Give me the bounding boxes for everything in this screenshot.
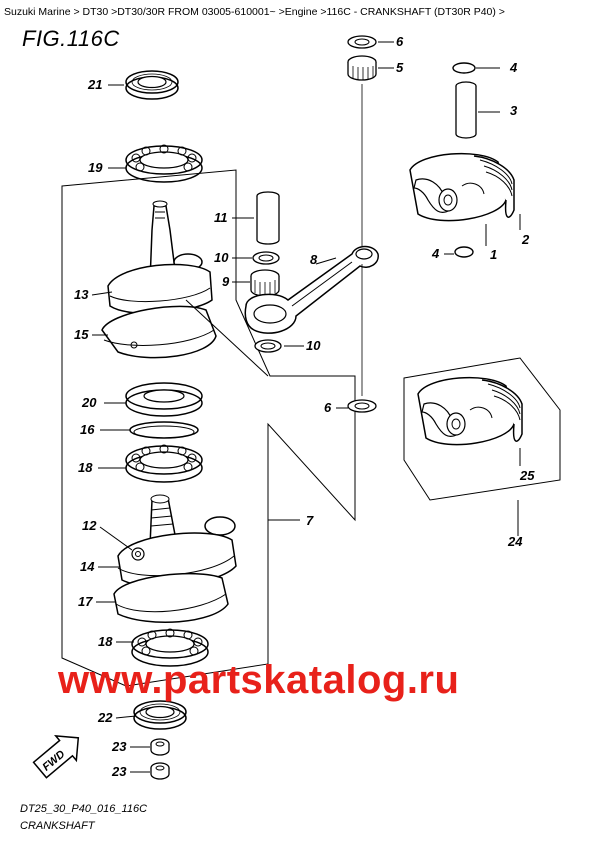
pin-23-lower <box>150 762 170 780</box>
washer-10-upper <box>252 251 280 265</box>
callout-12: 12 <box>82 518 97 533</box>
callout-20: 20 <box>81 395 97 410</box>
callout-10-upper: 10 <box>214 250 229 265</box>
oil-seal-21 <box>125 70 179 100</box>
needle-bearing-9 <box>250 269 280 297</box>
bearing-18-upper <box>125 444 203 483</box>
callout-15: 15 <box>74 327 89 342</box>
callout-5: 5 <box>396 60 404 75</box>
callout-19: 19 <box>88 160 103 175</box>
callout-2: 2 <box>521 232 530 247</box>
ring-16 <box>129 421 199 439</box>
piston-pin-11 <box>256 191 280 245</box>
washer-10-lower <box>254 339 282 353</box>
callout-17: 17 <box>78 594 93 609</box>
callout-23-lower: 23 <box>111 764 127 779</box>
callout-3: 3 <box>510 103 518 118</box>
circlip-4-top <box>452 62 476 74</box>
seal-22 <box>133 700 187 730</box>
callout-14: 14 <box>80 559 95 574</box>
callout-25: 25 <box>519 468 535 483</box>
callout-24: 24 <box>507 534 523 549</box>
fwd-arrow-icon: FWD <box>32 734 80 779</box>
callout-21: 21 <box>87 77 102 92</box>
callout-9: 9 <box>222 274 230 289</box>
piston-1 <box>409 152 515 222</box>
callout-16: 16 <box>80 422 95 437</box>
callout-18-lower: 18 <box>98 634 113 649</box>
callout-8: 8 <box>310 252 318 267</box>
callout-22: 22 <box>97 710 113 725</box>
callout-6-top: 6 <box>396 34 404 49</box>
seal-20 <box>125 382 203 417</box>
callout-7: 7 <box>306 513 314 528</box>
figure-title: FIG.116C <box>22 26 120 51</box>
callout-4-bottom: 4 <box>431 246 440 261</box>
piston-pin-3 <box>455 81 477 139</box>
crankshaft-upper <box>101 200 269 377</box>
pin-23-upper <box>150 738 170 756</box>
callout-10-lower: 10 <box>306 338 321 353</box>
watermark: www.partskatalog.ru <box>58 658 460 702</box>
circlip-4-bottom <box>454 246 474 258</box>
breadcrumb[interactable]: Suzuki Marine > DT30 >DT30/30R FROM 0300… <box>4 6 505 18</box>
callout-4-top: 4 <box>509 60 518 75</box>
piston-24 <box>417 376 523 446</box>
callout-1: 1 <box>490 247 497 262</box>
needle-bearing-5 <box>347 55 377 81</box>
callout-18-upper: 18 <box>78 460 93 475</box>
callout-11: 11 <box>214 210 228 225</box>
callout-13: 13 <box>74 287 89 302</box>
callout-6-bottom: 6 <box>324 400 332 415</box>
diagram-code: DT25_30_P40_016_116C <box>20 803 148 815</box>
crankshaft-lower <box>113 494 237 624</box>
diagram-caption: CRANKSHAFT <box>20 820 95 832</box>
callout-23-upper: 23 <box>111 739 127 754</box>
connecting-rod-8 <box>244 245 379 334</box>
washer-6-bottom <box>347 399 377 413</box>
washer-6-top <box>347 35 377 49</box>
